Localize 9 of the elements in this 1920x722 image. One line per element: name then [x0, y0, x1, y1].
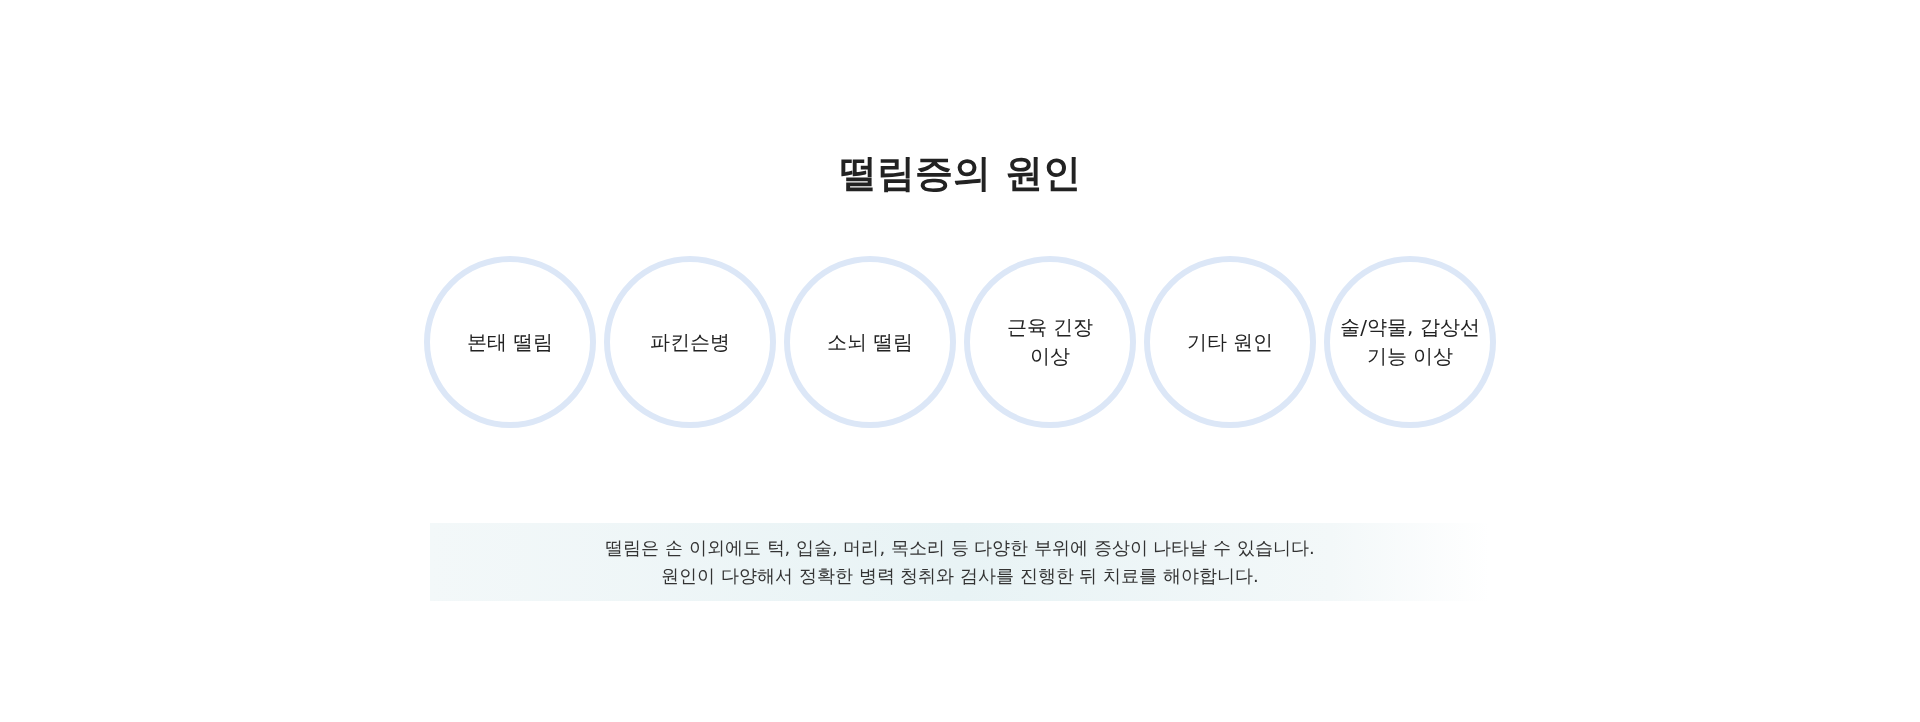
cause-label: 본태 떨림	[466, 328, 554, 356]
cause-label: 근육 긴장 이상	[1005, 314, 1095, 370]
cause-label: 기타 원인	[1186, 328, 1274, 356]
cause-label: 파킨슨병	[650, 328, 730, 356]
heading: 떨림증의 원인	[838, 150, 1082, 197]
note-text: 떨림은 손 이외에도 턱, 입술, 머리, 목소리 등 다양한 부위에 증상이 나타날 수 있습니다.	[605, 536, 1315, 561]
cause-label: 술/약물, 갑상선 기능 이상	[1339, 314, 1481, 370]
note-text: 원인이 다양해서 정확한 병력 청취와 검사를 진행한 뒤 치료를 해야합니다.	[661, 564, 1259, 588]
cause-label: 소뇌 떨림	[826, 328, 914, 356]
